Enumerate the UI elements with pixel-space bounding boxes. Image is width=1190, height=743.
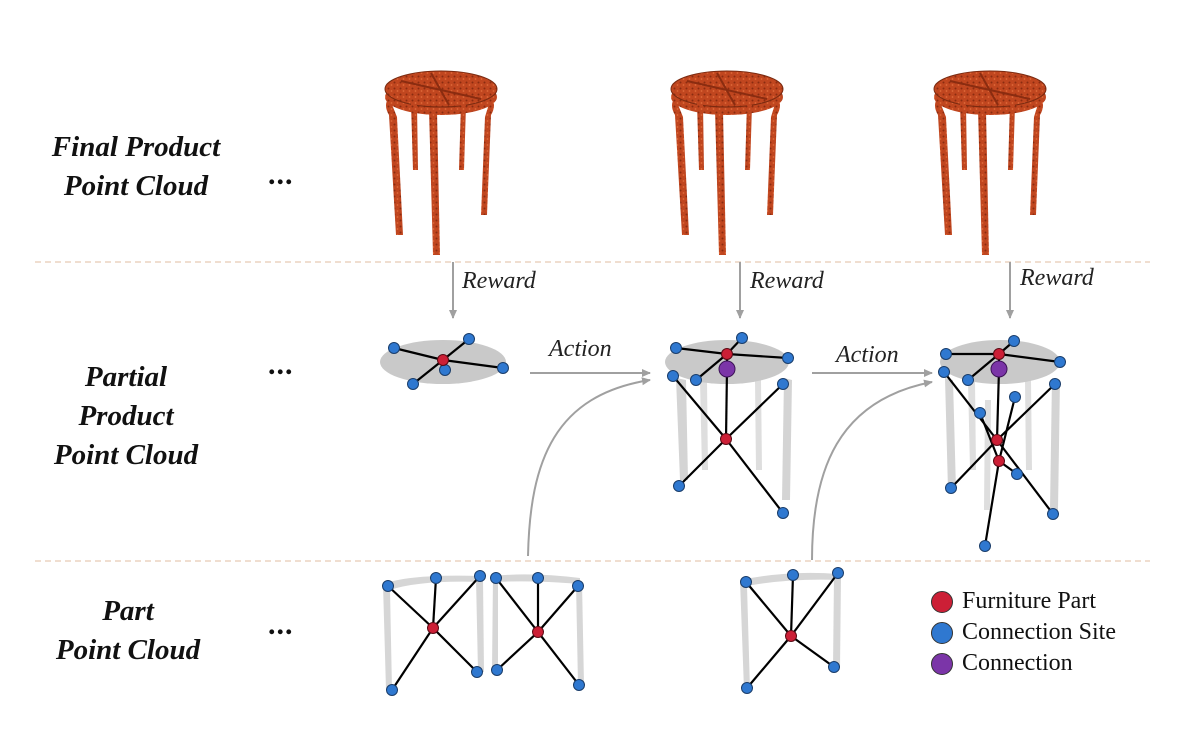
ellipsis-final: ... [268,158,294,191]
reward-label-2: Reward [750,268,824,294]
partial-graph-3 [938,335,1066,552]
final-stool-2 [670,70,784,256]
action-label-1: Action [549,336,612,362]
row-label-part-line1: Part [102,595,154,627]
action-label-2: Action [836,342,899,368]
legend: Furniture Part Connection Site Connectio… [931,586,1116,679]
row-label-partial-line2: Product [78,400,174,432]
legend-item-connection-site: Connection Site [931,617,1116,648]
partial-graph-1 [380,333,509,390]
furniture-part-swatch-icon [931,590,953,613]
connection-site-swatch-icon [931,621,953,644]
row-label-part: Part Point Cloud [38,592,218,670]
row-label-partial: Partial Product Point Cloud [38,358,214,475]
legend-item-connection: Connection [931,648,1116,679]
row-label-partial-line1: Partial [84,361,168,393]
part-graph-3 [740,567,844,694]
legend-label-connection-site: Connection Site [962,619,1116,645]
legend-label-furniture-part: Furniture Part [962,588,1096,614]
legend-item-furniture-part: Furniture Part [931,586,1116,617]
row-label-final-line1: Final Product [51,131,221,163]
legend-label-connection: Connection [962,650,1073,676]
final-stool-1 [384,70,498,256]
part-arrow-2 [811,379,933,561]
partial-graph-2 [665,332,794,519]
reward-label-3: Reward [1020,265,1094,291]
ellipsis-partial: ... [268,348,294,381]
reward-label-1: Reward [462,268,536,294]
row-label-final-line2: Point Cloud [63,170,209,202]
row-label-final: Final Product Point Cloud [38,128,234,206]
row-label-partial-line3: Point Cloud [53,439,199,471]
connection-swatch-icon [931,652,953,675]
part-graph-1 [382,570,486,696]
part-arrow-1 [527,377,651,557]
final-stool-3 [933,70,1047,256]
part-graph-2 [490,572,585,691]
ellipsis-part: ... [268,608,294,641]
row-label-part-line2: Point Cloud [55,634,201,666]
